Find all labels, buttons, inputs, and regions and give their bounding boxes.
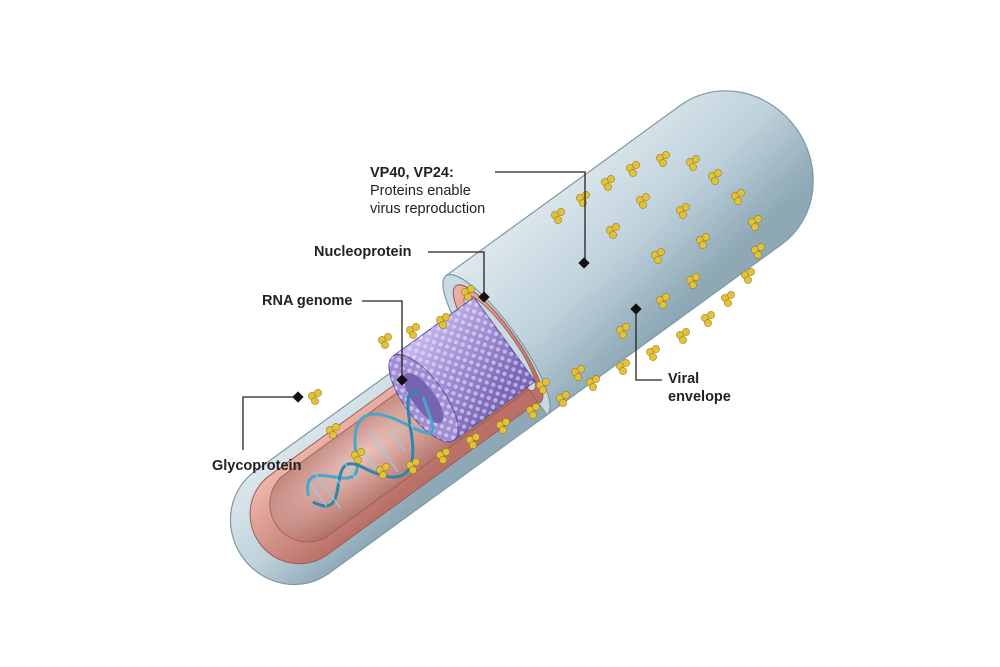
glycoprotein-cluster: [721, 291, 734, 306]
leader-glycoprotein: [243, 397, 298, 450]
label-rna-genome: RNA genome: [262, 292, 353, 310]
glycoprotein-cluster: [646, 345, 659, 360]
label-vp40-desc-line1: Proteins enable: [370, 182, 471, 200]
glycoprotein-cluster: [308, 389, 321, 404]
label-viral-envelope-line1: Viral: [668, 370, 699, 388]
glycoprotein-cluster: [701, 311, 714, 326]
glycoprotein-cluster: [406, 323, 419, 338]
label-nucleoprotein: Nucleoprotein: [314, 243, 411, 261]
label-viral-envelope-line2: envelope: [668, 388, 731, 406]
marker-glycoprotein: [292, 391, 303, 402]
label-vp40-vp24: VP40, VP24:: [370, 164, 454, 182]
glycoprotein-cluster: [378, 333, 391, 348]
label-vp40-desc-line2: virus reproduction: [370, 200, 485, 218]
glycoprotein-cluster: [676, 328, 689, 343]
label-glycoprotein: Glycoprotein: [212, 457, 301, 475]
virion-body: [179, 58, 846, 609]
